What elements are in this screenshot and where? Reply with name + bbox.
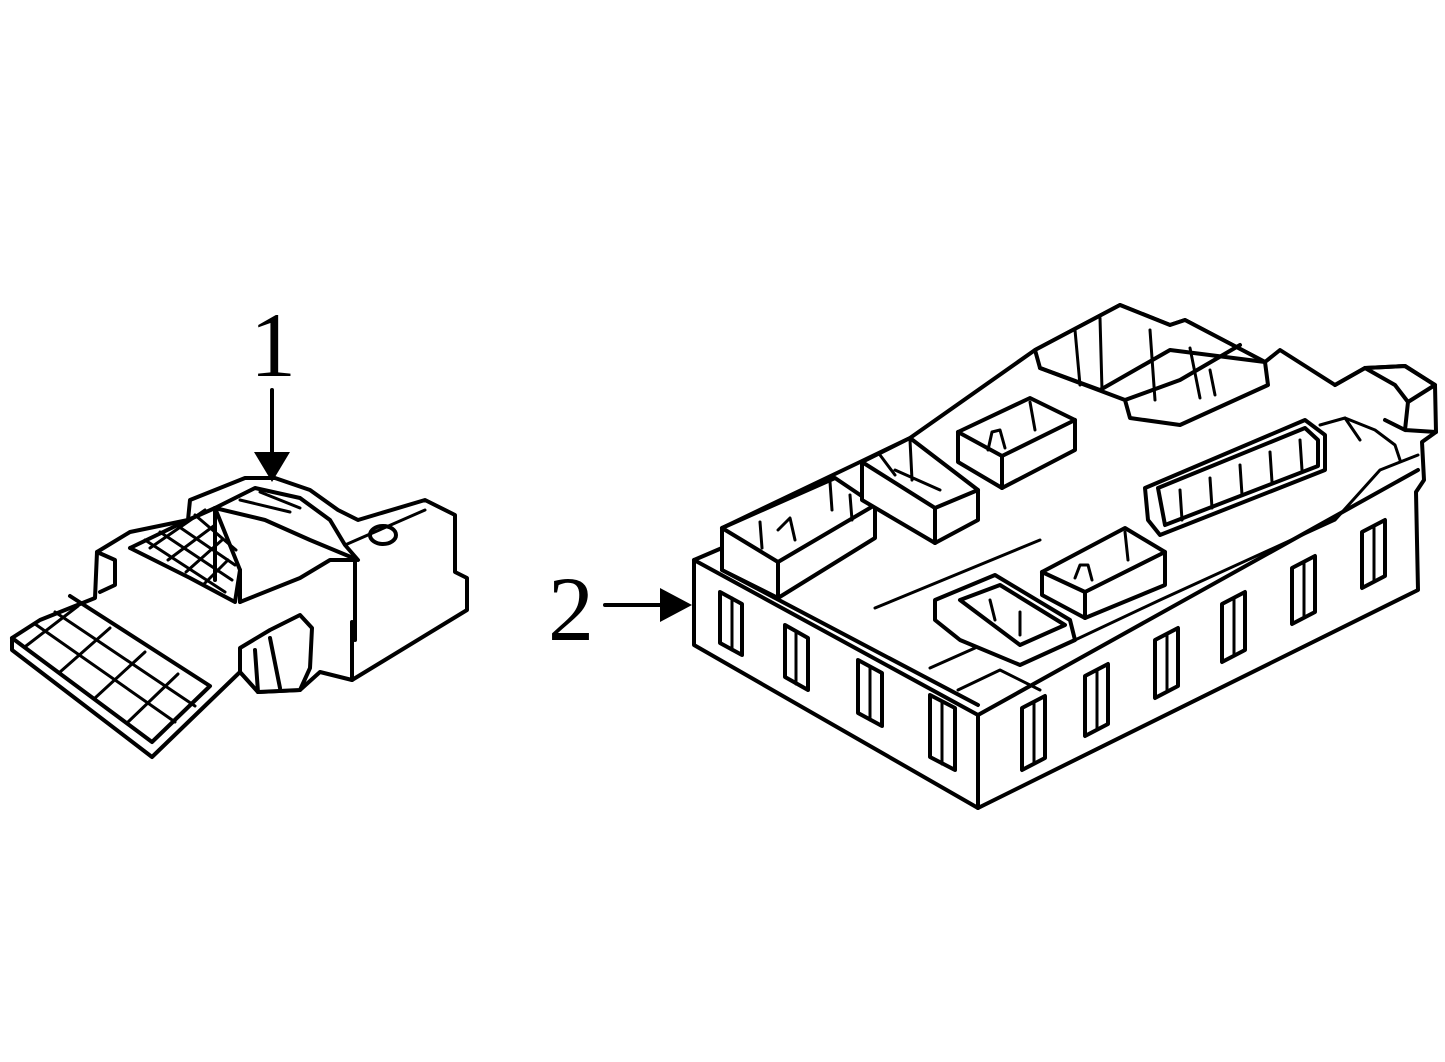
- callout-1[interactable]: 1: [250, 294, 296, 482]
- part-1-relay-block[interactable]: [10, 476, 469, 759]
- part-1-grid-pad: [10, 594, 212, 744]
- part-2-socket-a: [720, 476, 877, 600]
- part-2-end-tab: [1333, 364, 1438, 434]
- part-2-socket-f: [1040, 526, 1167, 620]
- callout-2-label: 2: [548, 558, 594, 660]
- part-2-socket-b: [860, 436, 980, 545]
- part-1-mounting-hole: [368, 524, 398, 546]
- part-2-front-ribs: [718, 590, 957, 772]
- part-2-socket-e: [1143, 418, 1327, 537]
- part-2-deck-lines: [873, 416, 1420, 692]
- part-2-socket-c: [956, 396, 1077, 490]
- part-1-ledge: [95, 550, 117, 594]
- part-2-junction-box[interactable]: [692, 303, 1438, 810]
- callout-2[interactable]: 2: [548, 558, 692, 660]
- callout-1-label: 1: [250, 294, 296, 396]
- callout-2-arrowhead: [660, 588, 692, 622]
- part-2-side-ribs: [1020, 518, 1387, 772]
- callout-1-arrowhead: [254, 452, 290, 482]
